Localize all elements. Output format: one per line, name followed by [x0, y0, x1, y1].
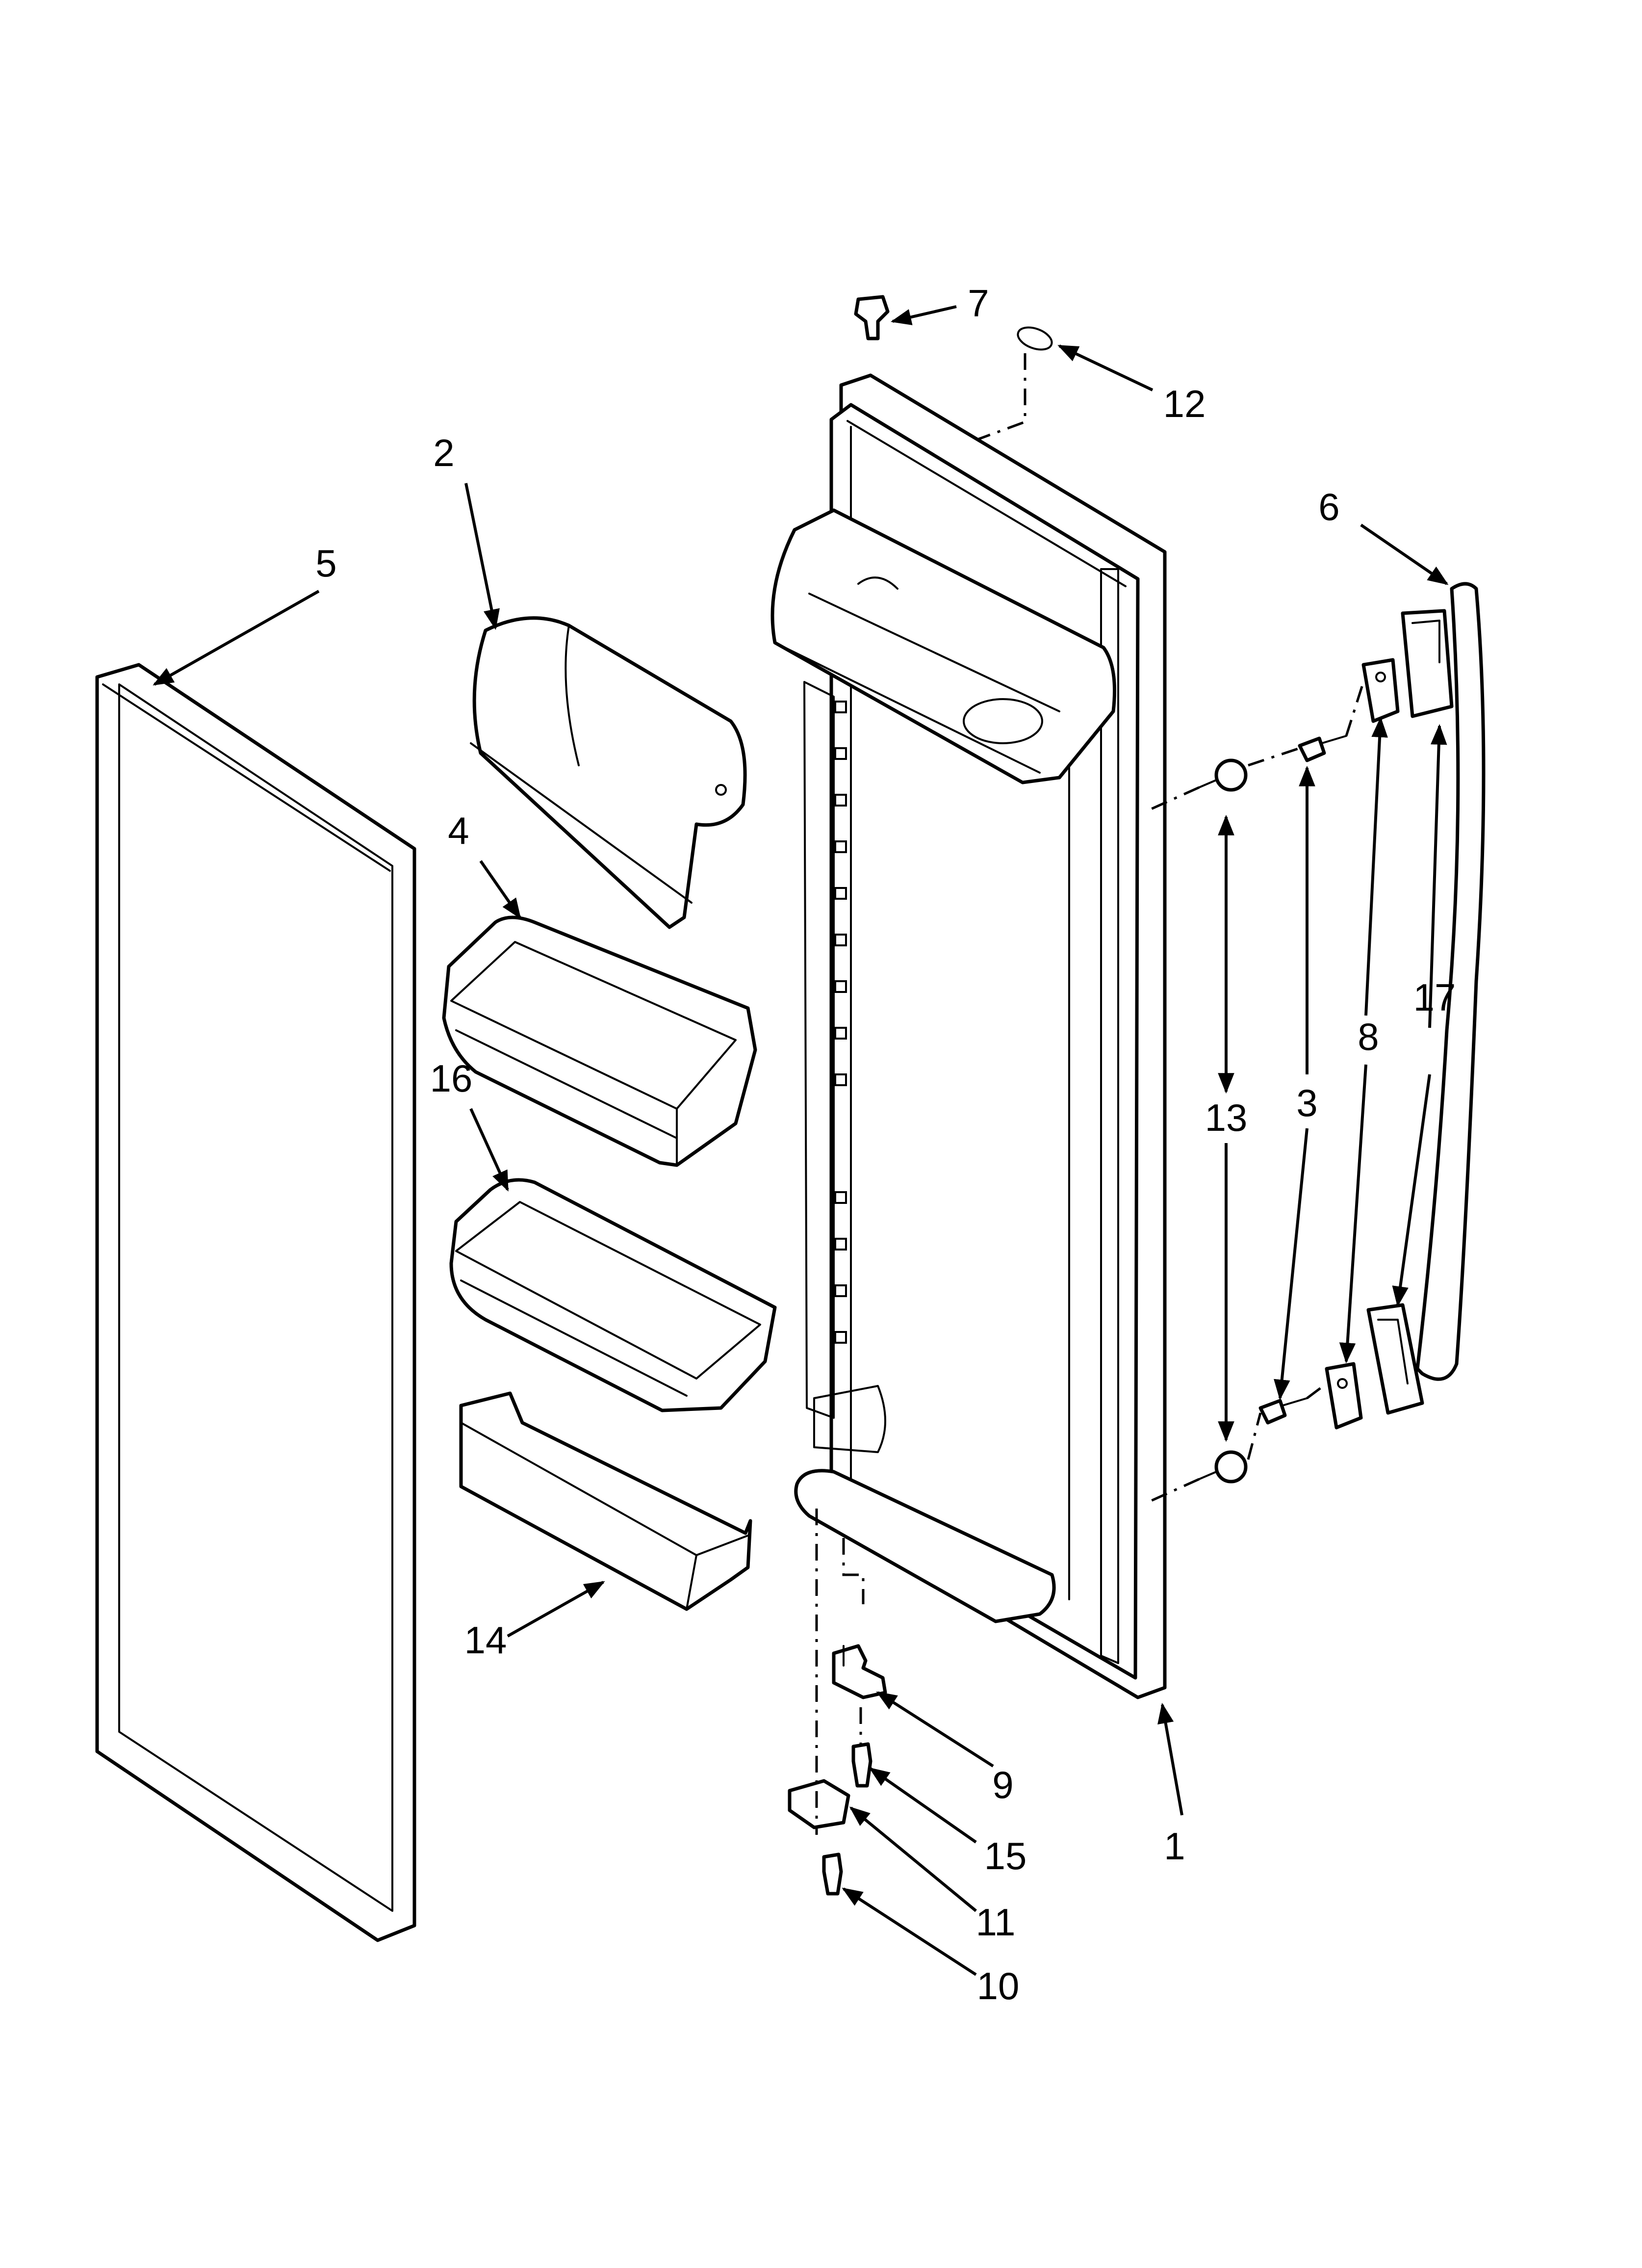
door-gasket: [95, 663, 416, 1942]
door-bin-lower: [449, 1178, 777, 1412]
hinge-bracket: [788, 1779, 850, 1829]
callout-2: 2: [433, 431, 454, 474]
top-plug: [854, 295, 890, 340]
callout-12: 12: [1163, 382, 1206, 425]
assembly-lines: [815, 353, 1365, 1835]
handle-end-cap-lower: [1366, 1303, 1424, 1415]
callout-13: 13: [1205, 1096, 1248, 1139]
hinge-screw: [851, 1742, 872, 1788]
door-rail: [459, 1391, 752, 1611]
handle-stud-upper: [1198, 758, 1248, 792]
hinge-pin-block: [832, 1644, 887, 1699]
cap-ring: [1017, 326, 1053, 351]
handle-bracket-upper: [1361, 658, 1400, 723]
callout-3: 3: [1296, 1081, 1317, 1124]
leader-lines: [153, 305, 1449, 1976]
callout-1: 1: [1164, 1825, 1185, 1868]
callout-16: 16: [430, 1057, 473, 1100]
callout-7: 7: [968, 282, 989, 325]
handle-end-cap-upper: [1401, 609, 1454, 718]
callout-labels: 1 2 3 4 5 6 7 8 9 10 11 12 13 14 15 16 1…: [315, 282, 1456, 2007]
callout-17: 17: [1413, 976, 1456, 1019]
callout-15: 15: [984, 1834, 1027, 1877]
dairy-door: [470, 616, 747, 929]
handle-stud-lower: [1198, 1450, 1248, 1484]
callout-4: 4: [448, 809, 469, 852]
callout-6: 6: [1318, 485, 1339, 528]
refrigerator-door: [770, 373, 1167, 1699]
bracket-screw: [822, 1852, 843, 1896]
callout-14: 14: [464, 1618, 507, 1662]
screw-lower: [1258, 1397, 1308, 1425]
callout-10: 10: [977, 1964, 1020, 2007]
callout-9: 9: [992, 1763, 1013, 1806]
door-bin-upper: [442, 915, 757, 1167]
callout-8: 8: [1358, 1015, 1379, 1058]
screw-upper: [1298, 735, 1347, 762]
door-handle: [1415, 582, 1486, 1381]
callout-11: 11: [976, 1901, 1016, 1944]
callout-5: 5: [315, 542, 336, 585]
handle-bracket-lower: [1325, 1362, 1363, 1430]
